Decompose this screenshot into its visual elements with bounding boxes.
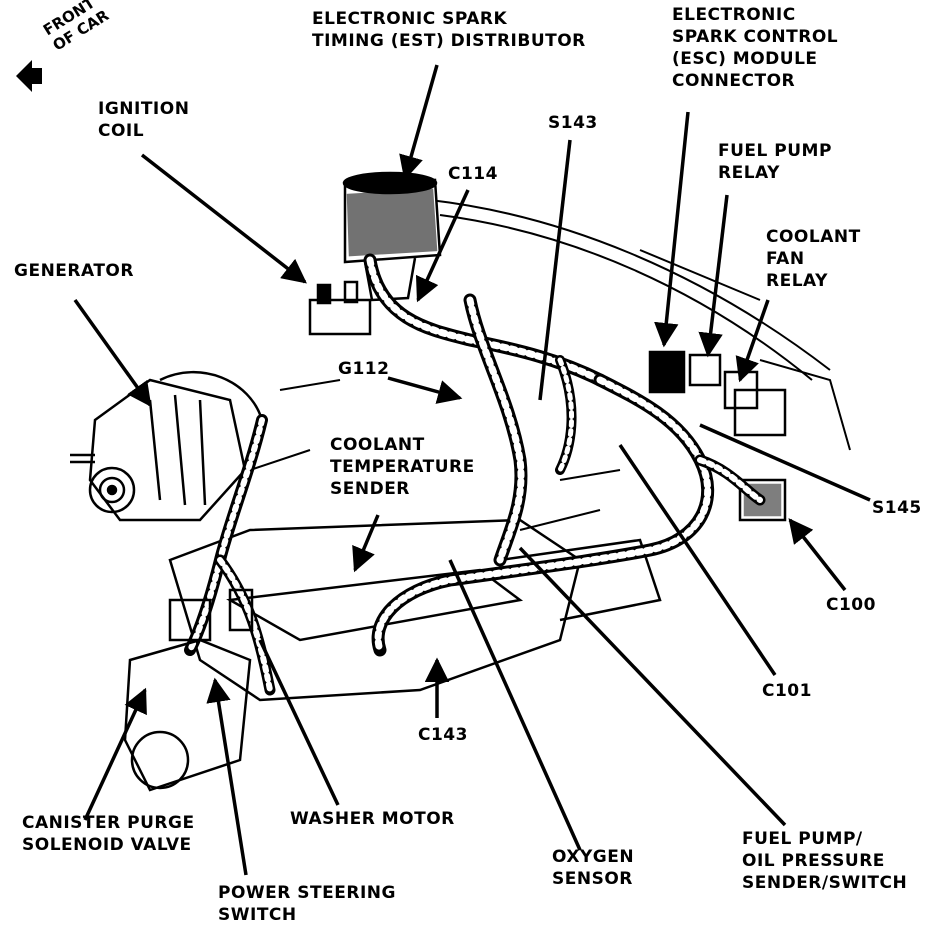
- label-c100: C100: [826, 595, 876, 615]
- relay-cluster-illustration: [648, 350, 787, 522]
- label-line: CANISTER PURGE: [22, 813, 195, 833]
- leader-arrows: [73, 64, 871, 876]
- label-washer-motor: WASHER MOTOR: [290, 809, 455, 829]
- label-line: SENDER/SWITCH: [742, 873, 908, 893]
- label-line: TIMING (EST) DISTRIBUTOR: [312, 31, 586, 51]
- label-line: OIL PRESSURE: [742, 851, 885, 871]
- label-c114: C114: [448, 164, 498, 184]
- label-line: RELAY: [766, 271, 828, 291]
- label-g112: G112: [338, 359, 390, 379]
- label-line: POWER STEERING: [218, 883, 396, 903]
- label-line: OXYGEN: [552, 847, 635, 867]
- label-fuel-pump-relay: FUEL PUMP RELAY: [718, 140, 832, 184]
- label-line: TEMPERATURE: [330, 457, 475, 477]
- label-est-distributor: ELECTRONIC SPARK TIMING (EST) DISTRIBUTO…: [312, 8, 586, 52]
- label-generator: GENERATOR: [14, 261, 134, 281]
- label-line: FUEL PUMP/: [742, 829, 863, 849]
- generator-illustration: [70, 370, 264, 522]
- label-esc-module: ELECTRONIC SPARK CONTROL (ESC) MODULE CO…: [672, 4, 838, 92]
- label-line: IGNITION: [98, 99, 190, 119]
- label-oxygen-sensor: OXYGEN SENSOR: [552, 846, 634, 890]
- label-coolant-temp-sender: COOLANT TEMPERATURE SENDER: [330, 434, 475, 500]
- label-c143: C143: [418, 725, 468, 745]
- label-line: FUEL PUMP: [718, 141, 832, 161]
- label-line: ELECTRONIC SPARK: [312, 9, 508, 29]
- label-line: SOLENOID VALVE: [22, 835, 192, 855]
- label-line: SENDER: [330, 479, 410, 499]
- label-line: SENSOR: [552, 869, 633, 889]
- ignition-coil-illustration: [308, 280, 372, 336]
- label-line: RELAY: [718, 163, 780, 183]
- label-s143: S143: [548, 113, 598, 133]
- label-line: SPARK CONTROL: [672, 27, 839, 47]
- label-s145: S145: [872, 498, 922, 518]
- label-power-steering-switch: POWER STEERING SWITCH: [218, 882, 396, 926]
- label-line: CONNECTOR: [672, 71, 796, 91]
- label-line: COOLANT: [330, 435, 425, 455]
- label-line: SWITCH: [218, 905, 297, 925]
- distributor-illustration: [342, 171, 442, 302]
- label-line: (ESC) MODULE: [672, 49, 818, 69]
- label-c101: C101: [762, 681, 812, 701]
- label-line: COIL: [98, 121, 145, 141]
- label-line: COOLANT: [766, 227, 861, 247]
- engine-block: [168, 518, 662, 702]
- body-panel-lines: [249, 199, 851, 531]
- label-ignition-coil: IGNITION COIL: [98, 98, 189, 142]
- lower-left-assembly: [123, 588, 254, 792]
- front-of-car-indicator: FRONT OF CAR: [14, 0, 124, 92]
- label-canister-purge: CANISTER PURGE SOLENOID VALVE: [22, 812, 195, 856]
- front-arrow-icon: [16, 60, 42, 92]
- label-line: ELECTRONIC: [672, 5, 796, 25]
- wiring-harness: [184, 253, 766, 696]
- label-coolant-fan-relay: COOLANT FAN RELAY: [766, 226, 861, 292]
- label-fuel-pump-oil-pressure: FUEL PUMP/ OIL PRESSURE SENDER/SWITCH: [742, 828, 907, 894]
- label-line: FAN: [766, 249, 805, 269]
